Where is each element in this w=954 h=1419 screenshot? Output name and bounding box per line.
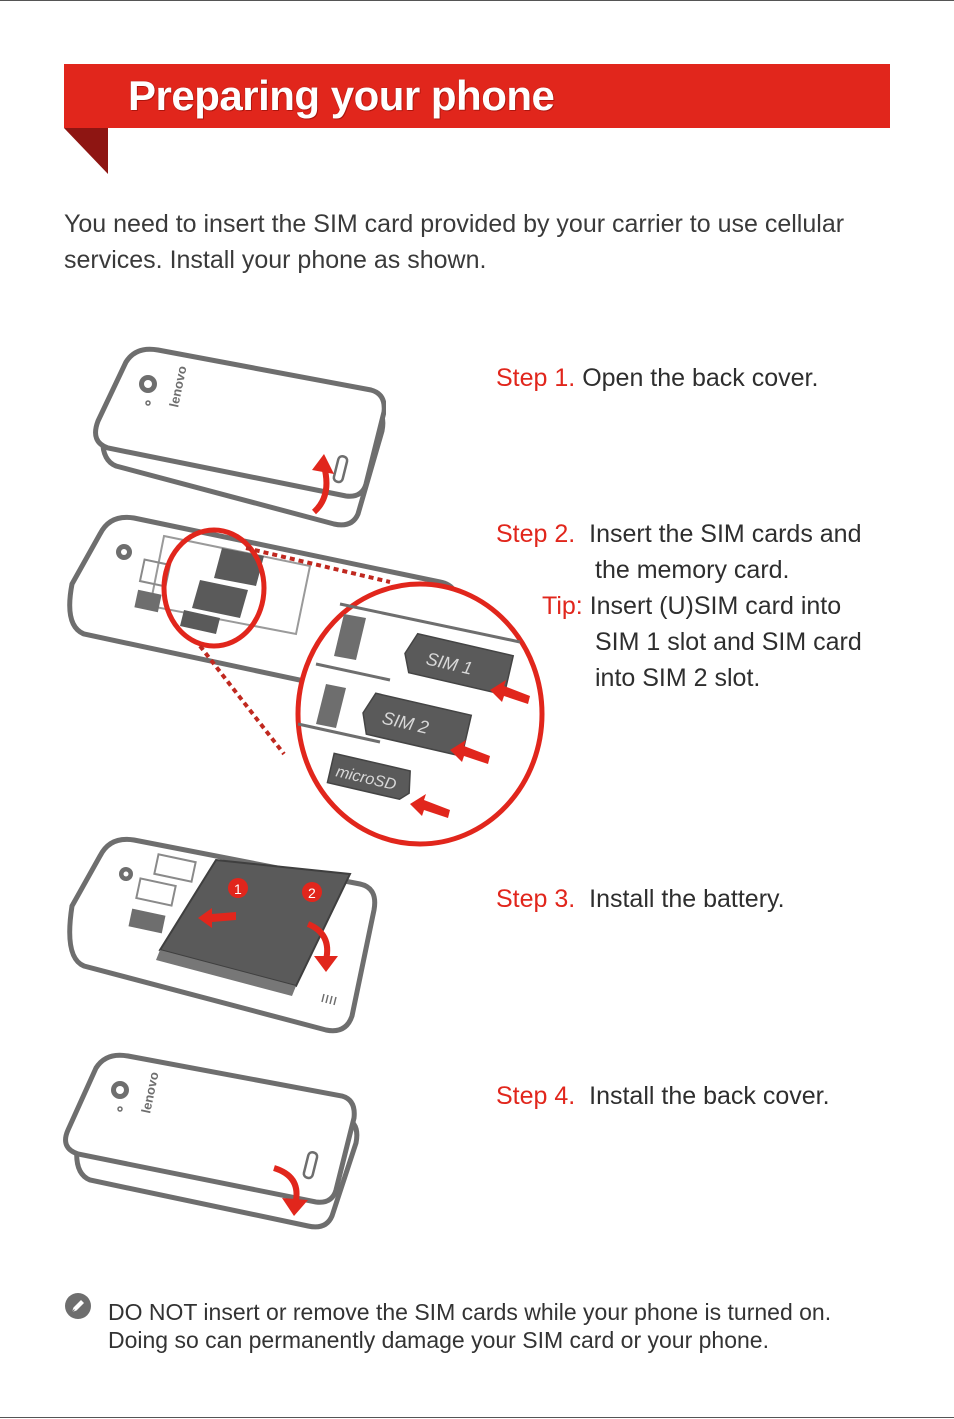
step-1: Step 1. Open the back cover. bbox=[496, 360, 818, 396]
intro-line-2: services. Install your phone as shown. bbox=[64, 246, 487, 274]
intro-paragraph: You need to insert the SIM card provided… bbox=[64, 206, 904, 278]
step2-insert-cards-illustration: SIM 1 SIM 2 microSD bbox=[67, 514, 545, 847]
step-4-label: Step 4. bbox=[496, 1082, 576, 1110]
battery-step-marker-2: 2 bbox=[308, 885, 316, 901]
title-banner bbox=[64, 64, 890, 128]
tip-line-3: into SIM 2 slot. bbox=[595, 664, 761, 692]
step-2-text-line-1: Insert the SIM cards and bbox=[589, 520, 862, 548]
bottom-rule bbox=[0, 1417, 954, 1418]
step-4: Step 4. Install the back cover. bbox=[496, 1078, 830, 1114]
page-title: Preparing your phone bbox=[128, 72, 555, 119]
step3-install-battery-illustration: 1 2 bbox=[67, 836, 378, 1034]
pencil-icon bbox=[65, 1293, 91, 1319]
step-2-label: Step 2. bbox=[496, 520, 576, 548]
tip-label: Tip: bbox=[542, 592, 583, 620]
step-2: Step 2. Insert the SIM cards and the mem… bbox=[496, 516, 862, 696]
step-1-label: Step 1. bbox=[496, 364, 576, 392]
battery-step-marker-1: 1 bbox=[234, 881, 242, 897]
step-4-text: Install the back cover. bbox=[589, 1082, 830, 1110]
step-3-text: Install the battery. bbox=[589, 885, 785, 913]
step-3-label: Step 3. bbox=[496, 885, 576, 913]
banner-fold-decoration bbox=[64, 128, 108, 174]
step4-install-cover-illustration: lenovo bbox=[63, 1052, 360, 1230]
note-line-1: DO NOT insert or remove the SIM cards wh… bbox=[108, 1299, 832, 1325]
step1-open-cover-illustration: lenovo bbox=[93, 346, 386, 528]
warning-note: DO NOT insert or remove the SIM cards wh… bbox=[108, 1298, 928, 1354]
step-3: Step 3. Install the battery. bbox=[496, 881, 785, 917]
tip-line-2: SIM 1 slot and SIM card bbox=[595, 628, 862, 656]
insert-arrows bbox=[410, 680, 530, 818]
tip-line-1: Insert (U)SIM card into bbox=[589, 592, 842, 620]
intro-line-1: You need to insert the SIM card provided… bbox=[64, 210, 845, 238]
step-2-text-line-2: the memory card. bbox=[595, 556, 790, 584]
top-rule bbox=[0, 0, 954, 1]
step-1-text: Open the back cover. bbox=[582, 364, 819, 392]
note-line-2: Doing so can permanently damage your SIM… bbox=[108, 1327, 769, 1353]
